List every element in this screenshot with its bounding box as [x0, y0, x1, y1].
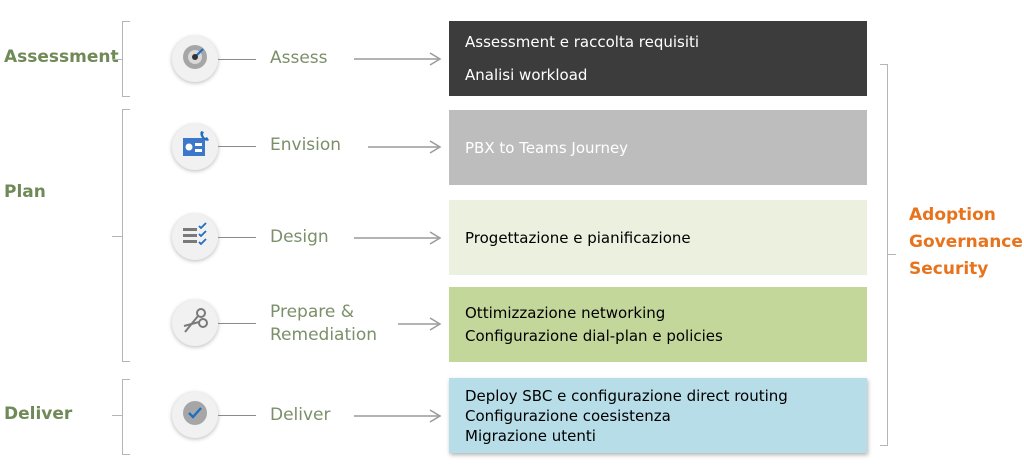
- step-label-design: Design: [270, 227, 329, 247]
- box-prepare-line-1: Ottimizzazione networking: [465, 304, 666, 322]
- box-envision: PBX to Teams Journey: [449, 110, 867, 185]
- connector-assess: [218, 59, 256, 60]
- box-design-line-1: Progettazione e pianificazione: [465, 228, 691, 247]
- box-assess-line-2: Analisi workload: [465, 66, 588, 84]
- arrow-envision: [368, 140, 442, 154]
- assess-circle: [172, 36, 218, 82]
- connector-design: [218, 237, 256, 238]
- arrow-prepare: [398, 317, 442, 331]
- design-circle: [172, 214, 218, 260]
- bracket-deliver: [122, 379, 130, 455]
- bracket-tick-deliver: [112, 415, 122, 416]
- connector-envision: [218, 146, 256, 147]
- arrow-assess: [354, 52, 442, 66]
- step-label-deliver: Deliver: [270, 405, 331, 425]
- box-deliver-line-1: Deploy SBC e configurazione direct routi…: [465, 386, 788, 405]
- phase-label-assessment: Assessment: [4, 47, 119, 67]
- arrow-deliver: [354, 409, 442, 423]
- checklist-icon: [180, 220, 210, 254]
- side-label-adoption: Adoption: [909, 205, 996, 225]
- side-label-security: Security: [909, 259, 989, 279]
- box-prepare: Ottimizzazione networking Configurazione…: [449, 287, 867, 362]
- step-label-prepare-line-1: Prepare &: [270, 302, 354, 322]
- connector-deliver: [218, 415, 256, 416]
- step-label-prepare-line-2: Remediation: [270, 325, 378, 345]
- bracket-plan: [122, 109, 130, 362]
- box-assess: Assessment e raccolta requisiti Analisi …: [449, 21, 867, 96]
- step-label-envision: Envision: [270, 135, 342, 155]
- phase-label-plan: Plan: [4, 182, 46, 202]
- box-deliver-line-3: Migrazione utenti: [465, 426, 596, 445]
- envision-circle: [172, 124, 218, 170]
- prepare-circle: [172, 300, 218, 346]
- box-envision-line-1: PBX to Teams Journey: [465, 138, 629, 157]
- box-design: Progettazione e pianificazione: [449, 200, 867, 275]
- phone-board-icon: [179, 129, 211, 165]
- bracket-tick-plan: [112, 236, 122, 237]
- box-prepare-line-2: Configurazione dial-plan e policies: [465, 327, 723, 345]
- bracket-tick-assessment: [112, 59, 122, 60]
- phase-label-deliver: Deliver: [4, 404, 73, 424]
- scissors-icon: [180, 306, 210, 340]
- connector-prepare: [218, 323, 256, 324]
- side-label-governance: Governance: [909, 232, 1023, 252]
- step-label-assess: Assess: [270, 48, 328, 68]
- checkmark-icon: [180, 398, 210, 432]
- gauge-icon: [180, 42, 210, 76]
- bracket-assessment: [122, 21, 130, 97]
- deliver-circle: [172, 392, 218, 438]
- box-deliver: Deploy SBC e configurazione direct routi…: [449, 378, 867, 453]
- arrow-design: [354, 231, 442, 245]
- bracket-tick-right: [888, 254, 896, 255]
- box-assess-line-1: Assessment e raccolta requisiti: [465, 33, 700, 51]
- box-deliver-line-2: Configurazione coesistenza: [465, 406, 671, 425]
- bracket-right: [880, 64, 888, 446]
